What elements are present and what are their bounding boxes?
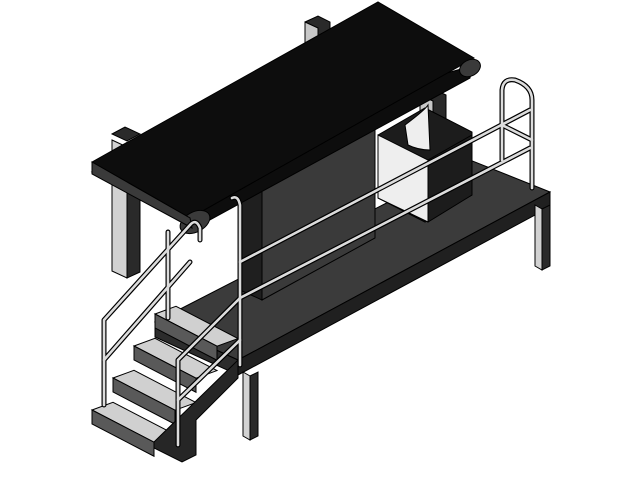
handrail-highlight-4 — [176, 196, 242, 447]
handrail-highlight-1 — [102, 220, 202, 407]
handrail-highlight-7 — [238, 108, 532, 264]
belt-left-edge — [91, 161, 193, 229]
stair-riser-1 — [91, 409, 155, 458]
rear-leg-right-face — [541, 204, 551, 271]
chute-curved-liner — [404, 103, 431, 151]
platform-legs — [242, 204, 551, 441]
handrail-highlight-10 — [500, 123, 534, 142]
handrail-highlight-2 — [102, 260, 192, 362]
front-leg-right-face — [249, 371, 259, 441]
rear-leg-left-face — [534, 204, 543, 271]
access-stairs — [90, 305, 240, 463]
left-leg-cap — [110, 126, 142, 142]
handrails — [101, 77, 535, 448]
handrail-highlight-9 — [500, 78, 534, 190]
belt-rear-roller — [459, 58, 481, 78]
handrail-highlight-5 — [176, 338, 242, 402]
handrail-highlight-8 — [238, 146, 532, 300]
front-leg-left-face — [242, 371, 251, 441]
